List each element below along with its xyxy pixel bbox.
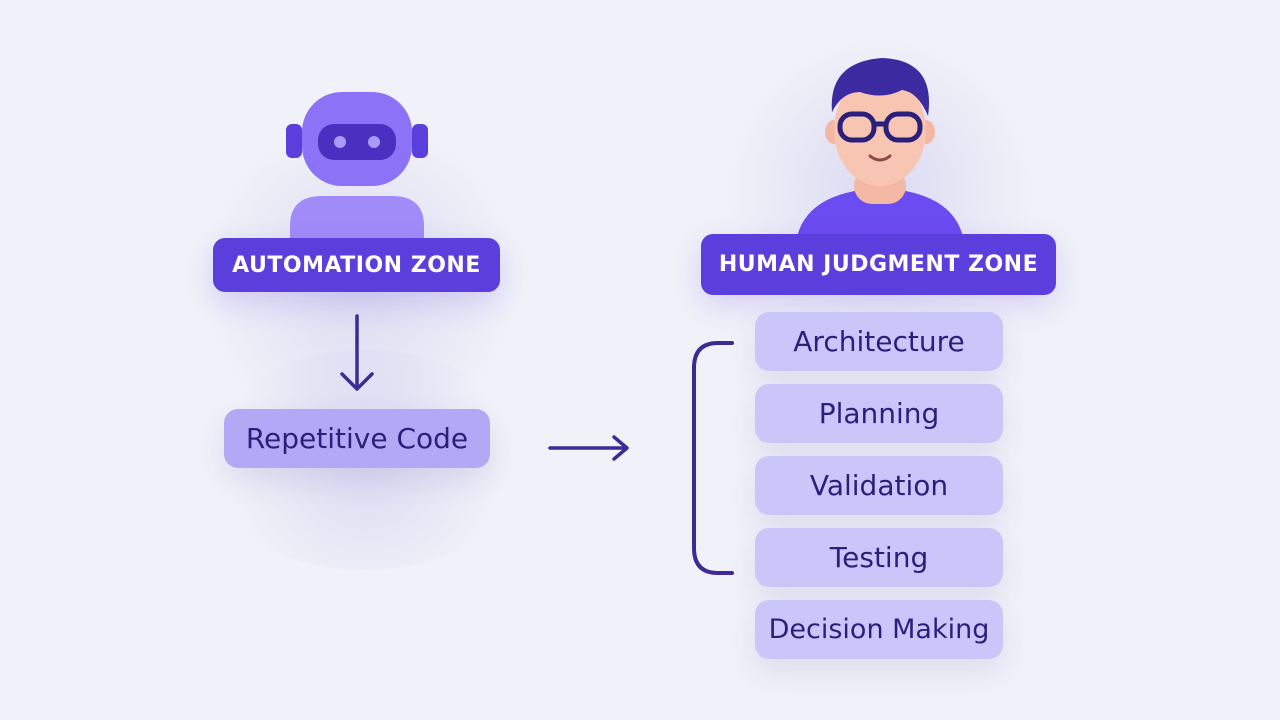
robot-icon xyxy=(286,92,428,240)
human-judgment-zone-label: HUMAN JUDGMENT ZONE xyxy=(701,234,1056,295)
human-item-testing: Testing xyxy=(755,528,1003,587)
human-item-decision-making: Decision Making xyxy=(755,600,1003,659)
human-item-validation: Validation xyxy=(755,456,1003,515)
human-item-architecture: Architecture xyxy=(755,312,1003,371)
automation-item: Repetitive Code xyxy=(224,409,490,468)
human-item-planning: Planning xyxy=(755,384,1003,443)
down-arrow xyxy=(340,314,374,391)
automation-zone-label: AUTOMATION ZONE xyxy=(213,238,500,292)
right-arrow xyxy=(548,435,629,461)
bracket xyxy=(692,341,734,575)
person-icon xyxy=(796,58,964,242)
